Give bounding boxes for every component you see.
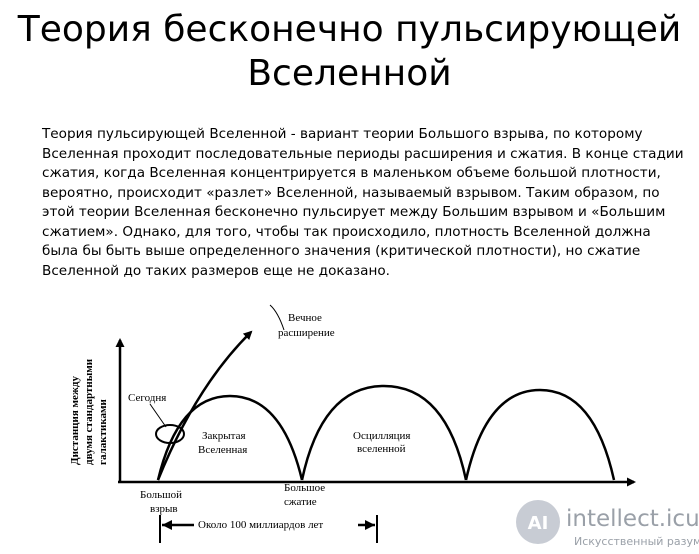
eternal-expansion-label-2: расширение [278,327,335,339]
today-marker [155,424,185,444]
timescale-label: Около 100 миллиардов лет [198,519,323,531]
y-axis-label-line-2: двумя стандартными [83,358,95,465]
title-line-2: Вселенной [247,53,452,94]
closed-universe-label-2: Вселенная [198,444,247,456]
big-crunch-label-1: Большое [284,482,325,494]
body-line: Теория пульсирующей Вселенной - вариант … [42,126,643,142]
page-title: Теория бесконечно пульсирующей Вселенной [0,8,699,96]
body-paragraph: Теория пульсирующей Вселенной - вариант … [42,125,687,281]
pulsating-universe-diagram: Дистанция между двумя стандартными галак… [69,304,636,543]
watermark: AI intellect.icu Искусственный разум [516,500,699,548]
oscillating-arc-1 [300,384,468,481]
y-axis-label-line-3: галактиками [97,398,109,465]
today-pointer [149,403,167,428]
body-line: Вселенной до таких размеров еще не доказ… [42,262,391,279]
y-axis-label-line-1: Дистанция между [69,376,81,465]
body-line: сжатием». Однако, для того, чтобы так пр… [42,223,651,240]
big-bang-label-1: Большой [140,489,182,501]
expansion-curves [156,330,616,481]
timescale-arrow-right [365,520,375,530]
body-line: этой теории Вселенная бесконечно пульсир… [42,204,666,220]
eternal-expansion-pointer [269,304,285,331]
timescale-label-bg [194,516,358,533]
closed-universe-label-1: Закрытая [202,430,246,442]
big-crunch-label-2: сжатие [284,496,317,508]
oscillating-arc-2 [464,388,616,481]
body-line: Вселенная проходит последовательные пери… [42,145,684,162]
today-label: Сегодня [128,392,166,404]
oscillating-label-2: вселенной [357,443,406,455]
watermark-tagline: Искусственный разум [574,535,699,548]
watermark-name: intellect.icu [566,506,699,532]
y-axis-label: Дистанция между двумя стандартными галак… [69,358,109,465]
title-line-1: Теория бесконечно пульсирующей [17,9,682,50]
oscillating-label-1: Осцилляция [353,430,410,442]
closed-universe-arc [156,394,304,481]
body-line: была бы быть выше определенного значения… [42,243,641,259]
watermark-logo [516,500,560,544]
big-bang-label-2: взрыв [150,503,178,515]
eternal-expansion-curve [156,330,253,481]
body-line: вероятно, происходит «разлет» Вселенной,… [42,184,660,201]
body-line: сжатия, когда Вселенная концентрируется … [42,165,661,181]
eternal-expansion-label-1: Вечное [288,312,322,324]
timescale-arrow-left [162,520,172,530]
axes [115,338,636,487]
watermark-logo-letters: AI [528,513,549,534]
